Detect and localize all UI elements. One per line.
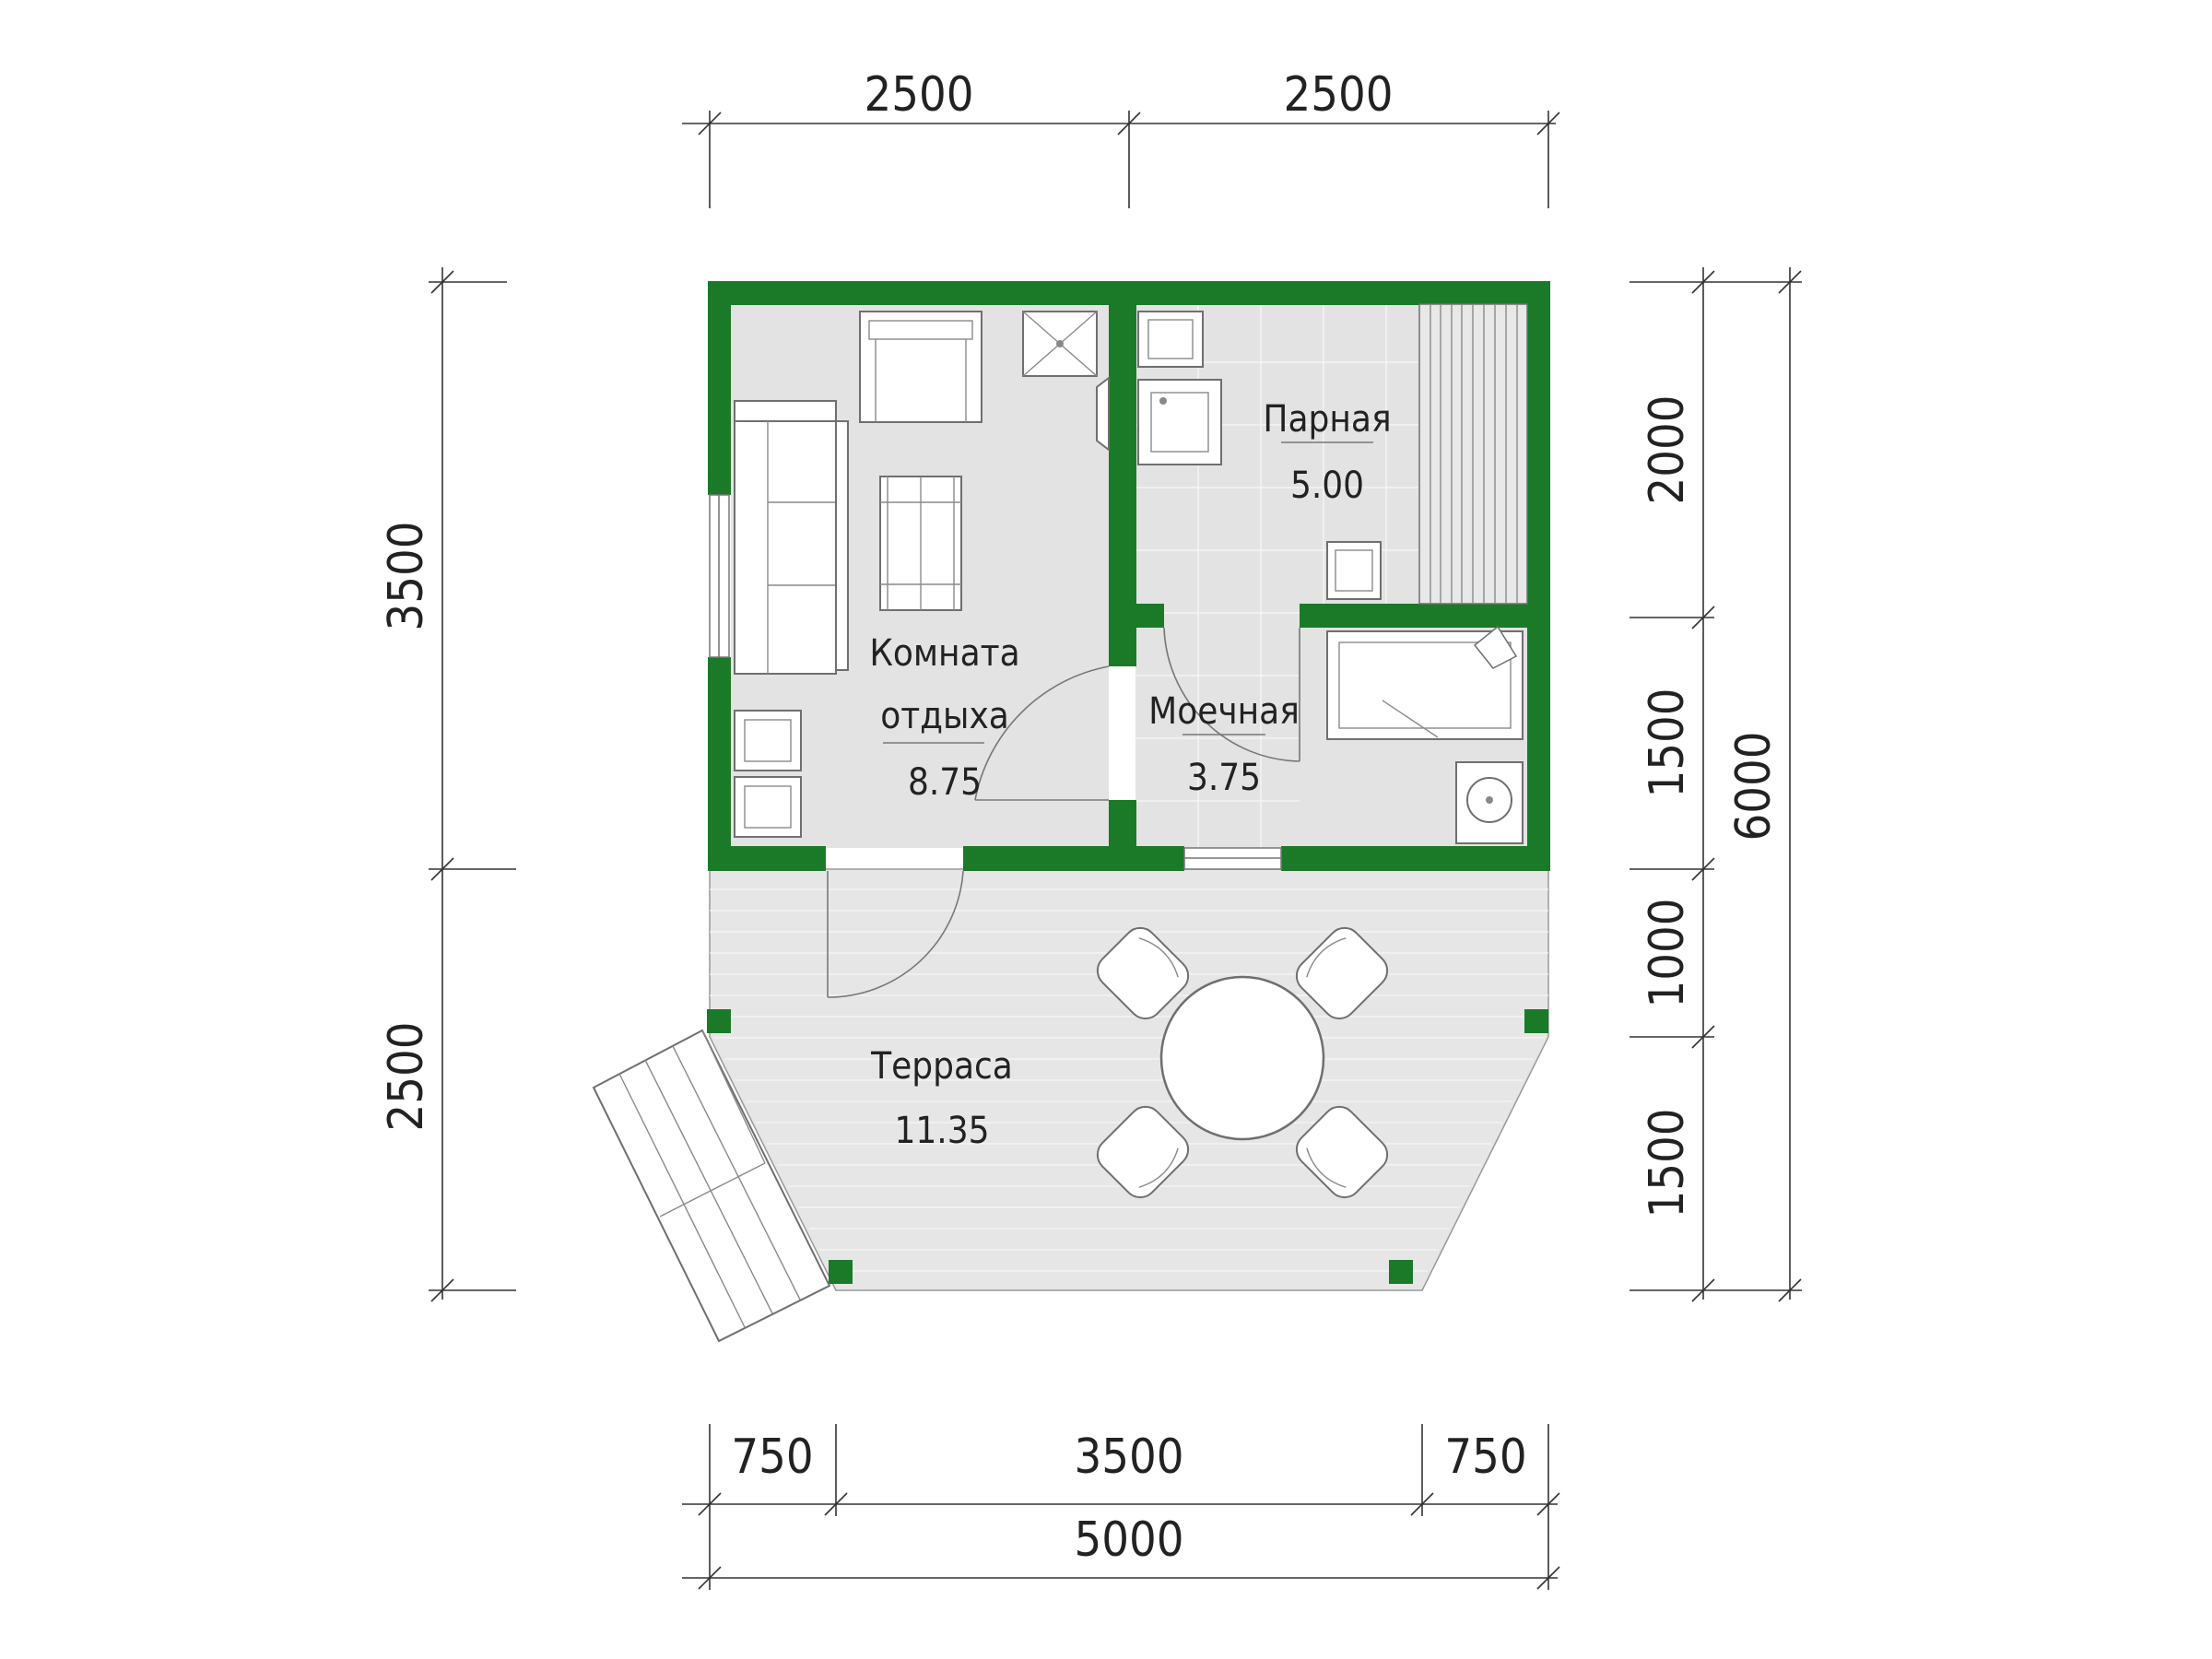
sofa-icon: [734, 400, 849, 675]
dim-right-3: 1000: [1640, 898, 1695, 1007]
bench-icon: [734, 710, 802, 838]
dim-right-total: 6000: [1726, 731, 1782, 841]
dim-right-4: 1500: [1640, 1108, 1695, 1218]
room-rest-name-2: отдыха: [880, 695, 1009, 737]
room-rest-name-1: Комната: [869, 632, 1019, 675]
bench-icon: [1326, 541, 1382, 600]
room-terrace-label: Терраса 11.35: [870, 1045, 1013, 1152]
chair-icon: [1096, 926, 1190, 1020]
dim-top-left: 2500: [864, 67, 973, 123]
shower-tray-icon: [1022, 311, 1098, 377]
stove-icon: [1096, 375, 1110, 453]
walls: [708, 281, 1550, 871]
bathtub-icon: [1326, 625, 1524, 740]
room-rest-area: 8.75: [908, 761, 982, 804]
bench-icon: [1418, 303, 1528, 605]
dim-bottom-left: 750: [731, 1430, 813, 1485]
stove-icon: [1137, 379, 1222, 465]
dim-bottom-total: 5000: [1074, 1512, 1183, 1568]
window-bottom: [1183, 847, 1282, 870]
dim-right-1: 2000: [1640, 394, 1695, 504]
dim-left-lower: 2500: [379, 1021, 434, 1131]
coffee-table-icon: [879, 476, 962, 611]
chair-icon: [1295, 926, 1389, 1020]
armchair-icon: [859, 311, 982, 423]
door-swing-icon: [827, 627, 1300, 998]
dim-right-2: 1500: [1640, 688, 1695, 797]
room-rest-label: Комната отдыха 8.75: [869, 632, 1019, 804]
room-terrace-name: Терраса: [870, 1045, 1013, 1088]
dim-bottom-mid: 3500: [1074, 1430, 1183, 1485]
room-terrace-area: 11.35: [895, 1110, 990, 1152]
dimension-lines: [429, 111, 1802, 1590]
post-icon: [707, 1009, 1548, 1284]
room-wash-area: 3.75: [1187, 757, 1261, 799]
dim-left-upper: 3500: [379, 521, 434, 630]
bench-icon: [1137, 311, 1204, 368]
stairs-icon: [592, 1029, 831, 1343]
room-wash-name: Моечная: [1148, 690, 1300, 733]
window-left: [709, 494, 730, 658]
room-steam-name: Парная: [1263, 398, 1391, 441]
sink-icon: [1455, 761, 1524, 844]
round-table-icon: [1159, 975, 1325, 1141]
dim-bottom-right: 750: [1444, 1430, 1526, 1485]
room-steam-label: Парная 5.00: [1263, 398, 1391, 507]
chair-icon: [1295, 1105, 1389, 1199]
chair-icon: [1096, 1105, 1190, 1199]
dim-top-right: 2500: [1283, 67, 1393, 123]
room-wash-label: Моечная 3.75: [1148, 690, 1300, 799]
room-steam-area: 5.00: [1290, 465, 1364, 507]
